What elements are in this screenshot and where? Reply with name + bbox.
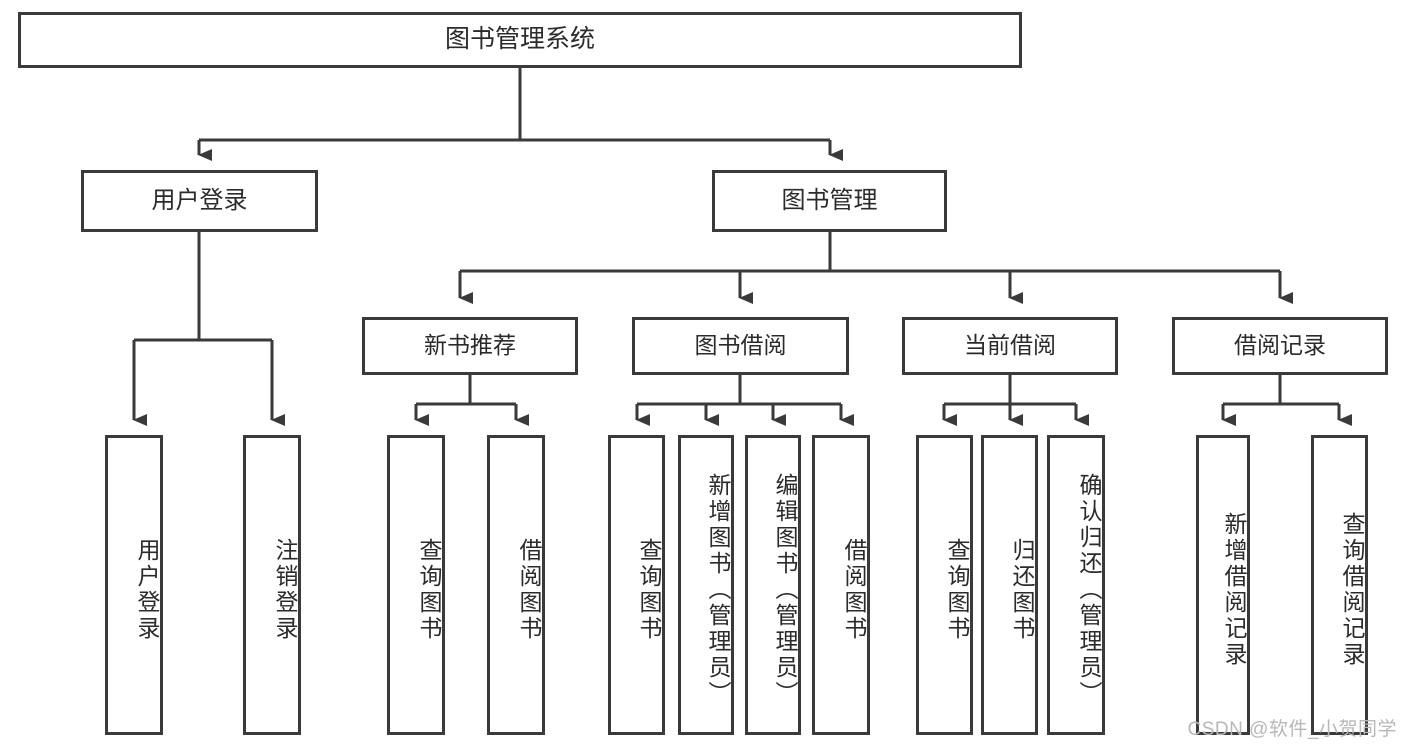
node-user-login[interactable]: 用户登录 <box>81 170 318 232</box>
leaf-node[interactable]: 借阅图书 <box>812 435 870 735</box>
leaf-node[interactable]: 查询图书 <box>608 435 665 735</box>
leaf-node[interactable]: 编辑图书（管理员） <box>745 435 801 735</box>
leaf-node[interactable]: 查询借阅记录 <box>1311 435 1368 735</box>
watermark: CSDN @软件_小贺同学 <box>1187 719 1397 740</box>
node-book-borrow[interactable]: 图书借阅 <box>632 317 849 375</box>
leaf-node[interactable]: 查询图书 <box>387 435 445 735</box>
leaf-node[interactable]: 借阅图书 <box>487 435 545 735</box>
leaf-node[interactable]: 查询图书 <box>916 435 973 735</box>
node-current-borrow[interactable]: 当前借阅 <box>902 317 1118 375</box>
leaf-node[interactable]: 用户登录 <box>105 435 163 735</box>
leaf-node[interactable]: 注销登录 <box>243 435 301 735</box>
leaf-node[interactable]: 新增借阅记录 <box>1196 435 1250 735</box>
leaf-node[interactable]: 确认归还（管理员） <box>1047 435 1105 735</box>
node-borrow-records[interactable]: 借阅记录 <box>1172 317 1388 375</box>
leaf-node[interactable]: 归还图书 <box>981 435 1038 735</box>
node-root[interactable]: 图书管理系统 <box>18 12 1022 68</box>
leaf-node[interactable]: 新增图书（管理员） <box>678 435 734 735</box>
node-new-book-recommend[interactable]: 新书推荐 <box>362 317 578 375</box>
node-book-management[interactable]: 图书管理 <box>712 170 947 232</box>
